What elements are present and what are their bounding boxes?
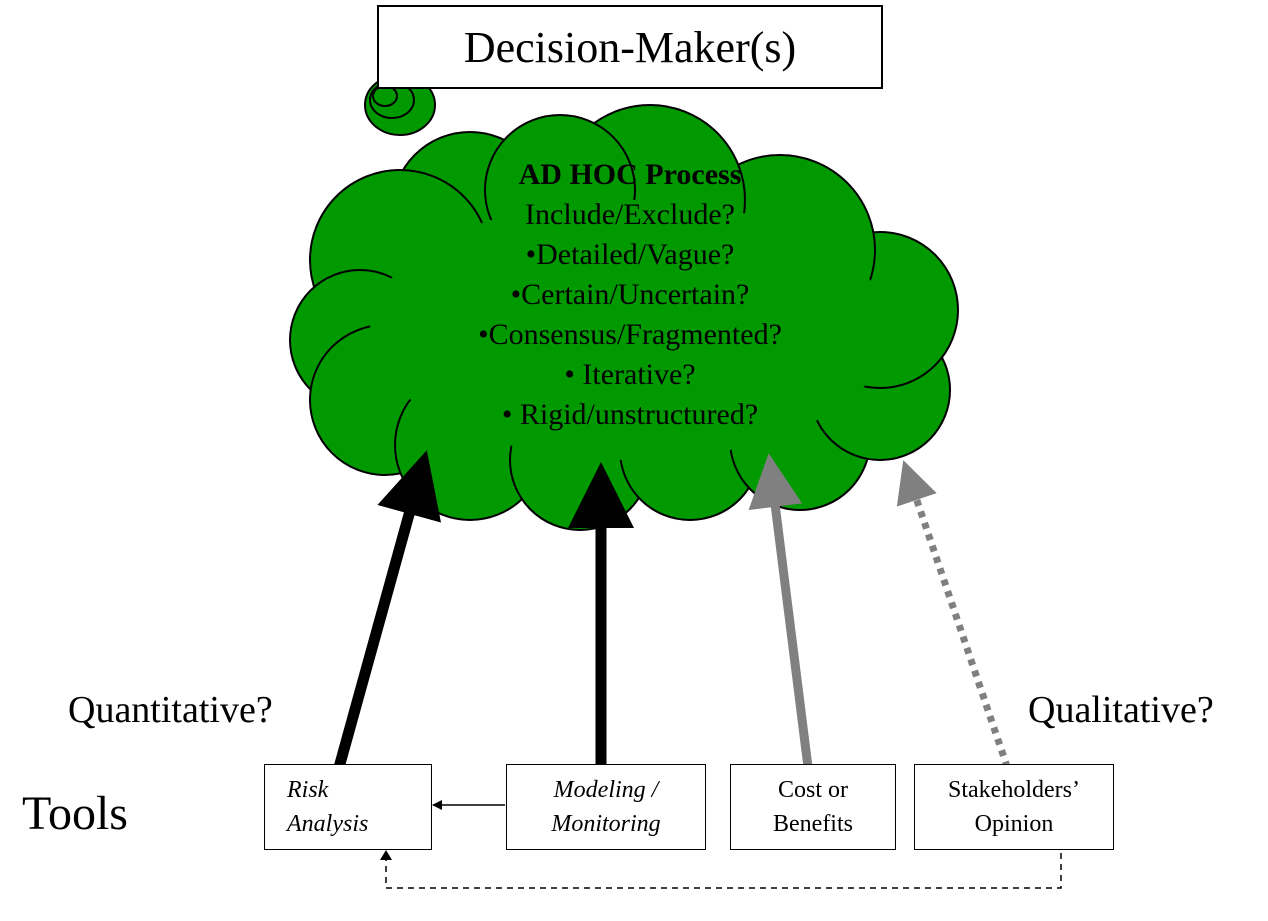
- decision-makers-box: Decision-Maker(s): [377, 5, 883, 89]
- cloud-text-block: AD HOC Process Include/Exclude? •Detaile…: [360, 155, 900, 435]
- arrow-risk-analysis: [324, 450, 442, 802]
- cloud-line-consensus-fragmented: •Consensus/Fragmented?: [478, 318, 782, 351]
- tools-label: Tools: [22, 787, 128, 840]
- feedback-stakeholders-to-risk: [385, 853, 1062, 889]
- cloud-line-rigid-unstructured: • Rigid/unstructured?: [501, 398, 759, 431]
- tool-stakeholders-line2: Opinion: [974, 811, 1054, 837]
- cloud-line-certain-uncertain: •Certain/Uncertain?: [510, 278, 750, 311]
- tool-risk-line2: Analysis: [287, 811, 369, 837]
- tool-stakeholders-line1: Stakeholders’: [948, 777, 1080, 803]
- tool-cost-line2: Benefits: [773, 811, 853, 837]
- tool-modeling-line1: Modeling /: [553, 777, 659, 803]
- tool-cost-line1: Cost or: [777, 777, 848, 803]
- qualitative-label: Qualitative?: [1028, 689, 1214, 731]
- arrow-stakeholders-opinion: [896, 460, 1019, 792]
- feedback-arrowhead: [380, 850, 392, 860]
- tool-cost-benefits: Cost or Benefits: [730, 764, 896, 850]
- tool-modeling-line2: Monitoring: [551, 811, 661, 837]
- decision-makers-label: Decision-Maker(s): [463, 22, 797, 72]
- cloud-line-iterative: • Iterative?: [564, 358, 696, 391]
- cloud-line-detailed-vague: •Detailed/Vague?: [525, 238, 735, 271]
- tool-stakeholders-opinion: Stakeholders’ Opinion: [914, 764, 1114, 850]
- tool-risk-analysis: Risk Analysis: [264, 764, 432, 850]
- thought-cloud: [289, 74, 959, 531]
- cloud-line-include-exclude: Include/Exclude?: [525, 198, 735, 231]
- tool-risk-line1: Risk: [287, 777, 329, 803]
- tool-modeling-monitoring: Modeling / Monitoring: [506, 764, 706, 850]
- quantitative-label: Quantitative?: [68, 689, 273, 731]
- cloud-heading: AD HOC Process: [518, 158, 742, 191]
- arrow-cost-benefits: [748, 453, 814, 776]
